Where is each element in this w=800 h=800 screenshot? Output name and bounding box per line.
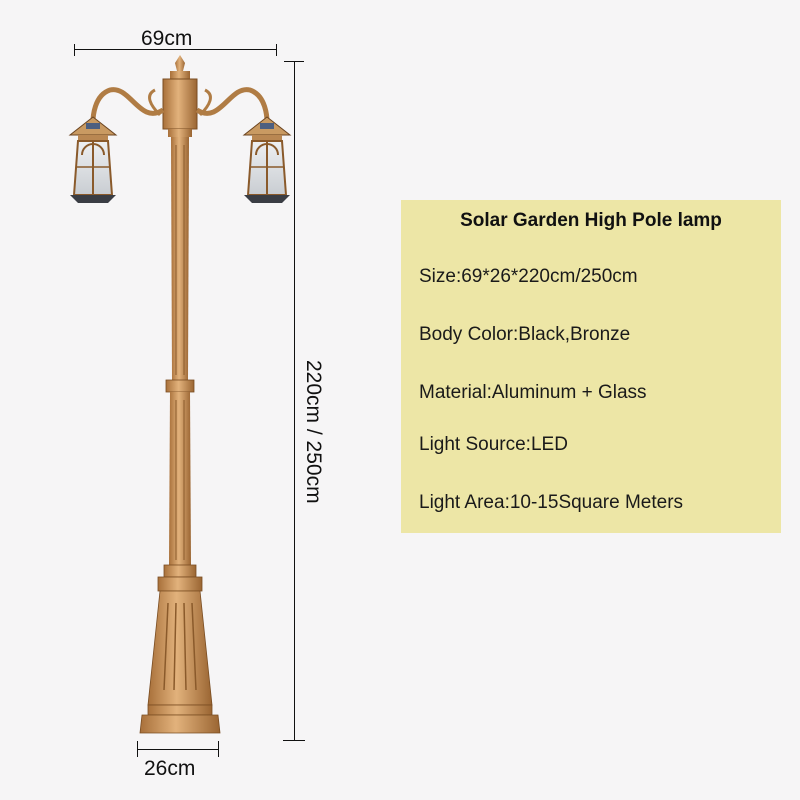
width-dimension-tick-left xyxy=(74,44,75,56)
spec-light-area: Light Area:10-15Square Meters xyxy=(419,492,684,513)
spec-info-panel: Solar Garden High Pole lamp Size:69*26*2… xyxy=(401,200,781,533)
spec-body-color: Body Color:Black,Bronze xyxy=(419,324,631,345)
base-dimension-tick-right xyxy=(218,741,219,757)
height-dimension-line xyxy=(294,61,295,740)
spec-material: Material:Aluminum + Glass xyxy=(419,382,647,403)
height-dimension-label: 220cm / 250cm xyxy=(302,360,325,504)
width-dimension-line xyxy=(74,49,276,50)
base-dimension-tick-left xyxy=(137,741,138,757)
garden-pole-lamp-icon xyxy=(68,55,292,734)
spec-size: Size:69*26*220cm/250cm xyxy=(419,266,638,287)
height-dimension-tick-bottom xyxy=(283,740,305,741)
width-dimension-label: 69cm xyxy=(141,27,193,50)
height-dimension-tick-top xyxy=(284,61,304,62)
base-dimension-label: 26cm xyxy=(144,757,196,780)
spec-light-source: Light Source:LED xyxy=(419,434,568,455)
width-dimension-tick-right xyxy=(276,44,277,56)
base-dimension-line xyxy=(137,749,219,750)
spec-title: Solar Garden High Pole lamp xyxy=(460,210,722,231)
